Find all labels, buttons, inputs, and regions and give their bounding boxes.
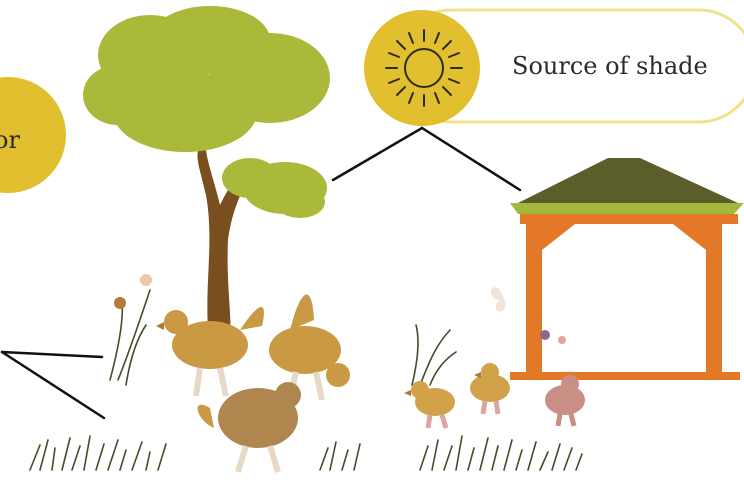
- hen-right: [269, 294, 350, 401]
- grass: [29, 289, 583, 471]
- chick-1: [404, 381, 455, 429]
- hen-center: [197, 382, 301, 473]
- chick-2: [470, 363, 510, 415]
- left-callout-label: or: [0, 126, 20, 154]
- chickens: [156, 294, 585, 473]
- chick-3: [545, 375, 585, 427]
- tree: [83, 6, 330, 330]
- shade-callout-circle: [364, 10, 480, 126]
- sun-icon: [385, 29, 463, 107]
- connector-lines: [0, 126, 522, 420]
- left-callout-circle: [0, 77, 66, 193]
- shade-label: Source of shade: [512, 52, 708, 80]
- flowers: [114, 274, 566, 344]
- gazebo: [510, 158, 744, 380]
- hen-left: [156, 306, 264, 397]
